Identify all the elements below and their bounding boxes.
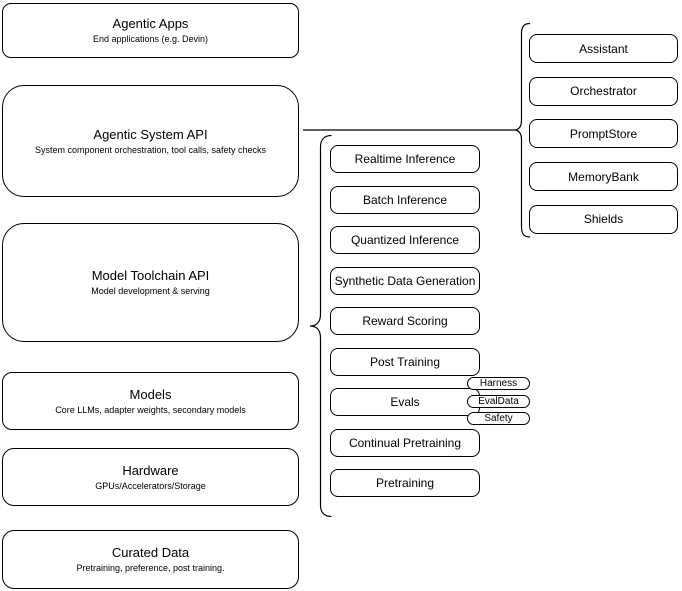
node-assistant: Assistant <box>529 34 678 63</box>
node-label: Realtime Inference <box>354 152 456 166</box>
node-continual-pretraining: Continual Pretraining <box>330 428 480 457</box>
node-subtitle: Pretraining, preference, post training. <box>76 563 225 573</box>
right-group-curly-brace <box>513 22 531 238</box>
node-hardware: Hardware GPUs/Accelerators/Storage <box>2 448 299 506</box>
node-subtitle: End applications (e.g. Devin) <box>92 34 209 44</box>
node-post-training: Post Training <box>330 347 480 376</box>
node-promptstore: PromptStore <box>529 119 678 148</box>
node-subtitle: System component orchestration, tool cal… <box>34 144 267 155</box>
node-quantized-inference: Quantized Inference <box>330 226 480 254</box>
badge-safety: Safety <box>467 411 530 425</box>
node-label: Reward Scoring <box>362 314 448 328</box>
node-synthetic-data-generation: Synthetic Data Generation <box>330 266 480 295</box>
node-label: Shields <box>583 212 624 226</box>
node-label: Quantized Inference <box>350 233 460 247</box>
node-agentic-system-api: Agentic System API System component orch… <box>2 85 299 197</box>
node-pretraining: Pretraining <box>330 469 480 497</box>
node-label: Synthetic Data Generation <box>334 273 476 288</box>
node-label: Batch Inference <box>362 192 448 207</box>
node-label: Continual Pretraining <box>348 435 462 450</box>
node-title: Agentic System API <box>93 126 208 142</box>
node-subtitle: GPUs/Accelerators/Storage <box>95 480 206 491</box>
node-title: Hardware <box>122 462 179 478</box>
node-label: MemoryBank <box>568 169 639 184</box>
node-title: Curated Data <box>111 545 190 560</box>
node-agentic-apps: Agentic Apps End applications (e.g. Devi… <box>2 3 299 58</box>
middle-group-curly-brace <box>309 134 332 518</box>
node-subtitle: Core LLMs, adapter weights, secondary mo… <box>55 404 246 415</box>
node-curated-data: Curated Data Pretraining, preference, po… <box>2 530 299 589</box>
node-reward-scoring: Reward Scoring <box>330 307 480 335</box>
node-label: Pretraining <box>375 476 435 490</box>
node-shields: Shields <box>529 204 678 234</box>
node-title: Agentic Apps <box>112 16 189 31</box>
badge-label: Safety <box>484 412 513 424</box>
node-subtitle: Model development & serving <box>91 286 210 296</box>
node-orchestrator: Orchestrator <box>529 76 678 106</box>
node-title: Model Toolchain API <box>91 268 210 283</box>
node-batch-inference: Batch Inference <box>330 185 480 214</box>
node-title: Models <box>129 386 172 402</box>
node-evals: Evals <box>330 388 480 416</box>
badge-harness: Harness <box>467 377 530 390</box>
node-label: Post Training <box>369 354 441 369</box>
badge-label: EvalData <box>478 395 519 407</box>
node-label: PromptStore <box>569 126 638 141</box>
node-label: Orchestrator <box>570 84 637 98</box>
badge-label: Harness <box>479 378 518 389</box>
node-model-toolchain-api: Model Toolchain API Model development & … <box>2 223 299 342</box>
node-label: Assistant <box>579 41 628 56</box>
node-models: Models Core LLMs, adapter weights, secon… <box>2 372 299 430</box>
node-label: Evals <box>390 395 420 409</box>
badge-evaldata: EvalData <box>467 394 530 408</box>
node-realtime-inference: Realtime Inference <box>330 145 480 173</box>
node-memorybank: MemoryBank <box>529 162 678 191</box>
